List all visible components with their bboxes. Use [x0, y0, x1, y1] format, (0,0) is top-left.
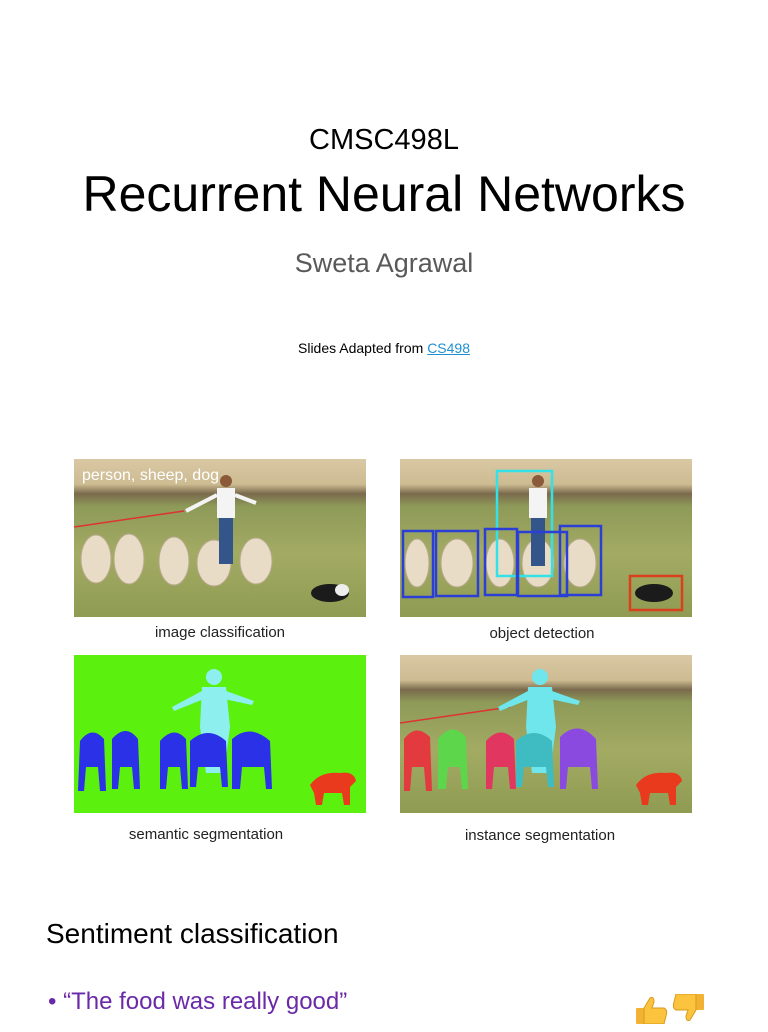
detection-drawing	[401, 469, 684, 612]
bullet-text: “The food was really good”	[63, 988, 348, 1015]
source-note: Slides Adapted from CS498	[0, 340, 768, 356]
sheep-photo-drawing	[74, 475, 349, 602]
dog-mask	[636, 772, 682, 805]
person-bounding-box	[495, 469, 554, 578]
semantic-segmentation-mask	[74, 655, 366, 813]
instance-segmentation-photo	[400, 655, 692, 813]
object-detection-photo	[400, 459, 692, 617]
thumbs-icons	[636, 993, 704, 1025]
dog-bounding-box	[628, 574, 684, 612]
caption-object-detection: object detection	[489, 625, 595, 642]
image-classification-photo: person, sheep, dog	[74, 459, 366, 617]
person-figure	[529, 475, 547, 566]
section-heading: Sentiment classification	[46, 918, 339, 949]
dog-figure	[311, 584, 349, 602]
caption-image-classification: image classification	[154, 624, 286, 641]
thumbs-down-icon	[672, 993, 704, 1021]
leash-line	[74, 510, 185, 528]
sheep-bounding-boxes	[401, 524, 603, 599]
thumbs-up-icon	[636, 997, 668, 1025]
source-link[interactable]: CS498	[427, 340, 470, 356]
sheep-masks	[78, 731, 272, 791]
dog-figure	[635, 584, 673, 602]
bullet-marker: •	[48, 988, 57, 1015]
course-code: CMSC498L	[309, 124, 459, 156]
sentiment-icons	[632, 993, 708, 1032]
source-note-prefix: Slides Adapted from	[298, 340, 428, 356]
sheep-group	[80, 533, 273, 587]
dog-mask	[310, 772, 356, 805]
person-figure	[185, 475, 257, 564]
instance-mask-drawing	[400, 669, 682, 805]
semantic-mask-drawing	[78, 669, 356, 805]
slide-title: Recurrent Neural Networks	[82, 166, 686, 222]
classification-labels: person, sheep, dog	[82, 467, 219, 484]
leash-line	[400, 706, 511, 724]
caption-semantic-segmentation: semantic segmentation	[128, 826, 284, 843]
bullet-item: • “The food was really good”	[48, 988, 347, 1016]
author-name: Sweta Agrawal	[294, 248, 474, 278]
caption-instance-segmentation: instance segmentation	[464, 827, 616, 844]
sheep-instance-masks	[404, 728, 598, 791]
